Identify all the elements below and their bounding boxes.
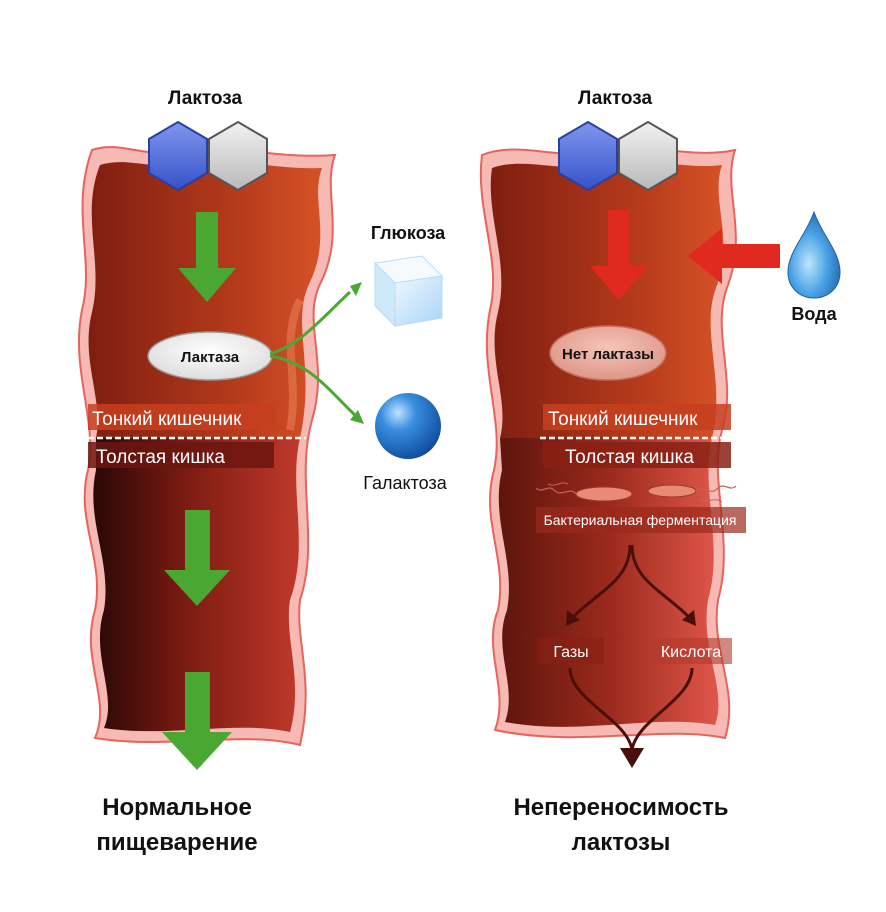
- gases-band: [538, 638, 604, 664]
- glucose-cube-icon: [373, 255, 444, 328]
- left-caption-line2: пищеварение: [96, 829, 257, 856]
- left-lactose-label: Лактоза: [168, 88, 242, 109]
- right-caption-line2: лактозы: [572, 829, 671, 856]
- converging-arrows: [568, 667, 694, 768]
- right-large-intestine: [498, 438, 719, 727]
- left-small-intestine-label: Тонкий кишечник: [92, 409, 242, 430]
- lactase-label: Лактаза: [181, 349, 240, 366]
- fermentation-arrows: [566, 544, 696, 626]
- left-galactose-hexagon: [208, 120, 268, 192]
- fermentation-label: Бактериальная ферментация: [544, 512, 737, 528]
- glucose-label: Глюкоза: [371, 223, 446, 243]
- right-large-intestine-band: [543, 442, 731, 468]
- left-down-arrow-2: [164, 510, 230, 606]
- right-large-intestine-label: Толстая кишка: [565, 447, 694, 468]
- right-small-intestine: [490, 161, 724, 438]
- left-down-arrow-3: [162, 672, 232, 770]
- acid-label: Кислота: [661, 644, 721, 661]
- no-lactase-marker: Нет лактазы: [549, 325, 667, 381]
- left-down-arrow-1: [178, 212, 236, 302]
- no-lactase-label: Нет лактазы: [562, 346, 654, 363]
- right-down-arrow: [590, 210, 648, 300]
- right-glucose-hexagon: [558, 120, 618, 192]
- left-caption-line1: Нормальное: [102, 794, 252, 821]
- right-small-intestine-label: Тонкий кишечник: [548, 409, 698, 430]
- left-large-intestine-label: Толстая кишка: [96, 447, 225, 468]
- left-lactose-icon: [148, 120, 268, 192]
- water-label: Вода: [791, 304, 837, 324]
- left-small-intestine-band: [88, 404, 274, 430]
- right-galactose-hexagon: [618, 120, 678, 192]
- right-small-intestine-band: [543, 404, 731, 430]
- bacteria-icon: [535, 482, 737, 503]
- water-inflow-arrow: [688, 228, 780, 284]
- acid-band: [650, 638, 732, 664]
- water-drop-icon: [787, 210, 841, 299]
- left-glucose-hexagon: [148, 120, 208, 192]
- right-lactose-label: Лактоза: [578, 88, 652, 109]
- gases-label: Газы: [553, 644, 588, 661]
- lactase-enzyme: Лактаза: [147, 331, 273, 381]
- galactose-label: Галактоза: [363, 473, 447, 493]
- right-caption-line1: Непереносимость: [513, 794, 728, 821]
- right-lactose-icon: [558, 120, 678, 192]
- galactose-ball-icon: [375, 393, 441, 459]
- fermentation-band: [536, 507, 746, 533]
- left-large-intestine-band: [88, 442, 274, 468]
- product-arrows: [269, 282, 364, 424]
